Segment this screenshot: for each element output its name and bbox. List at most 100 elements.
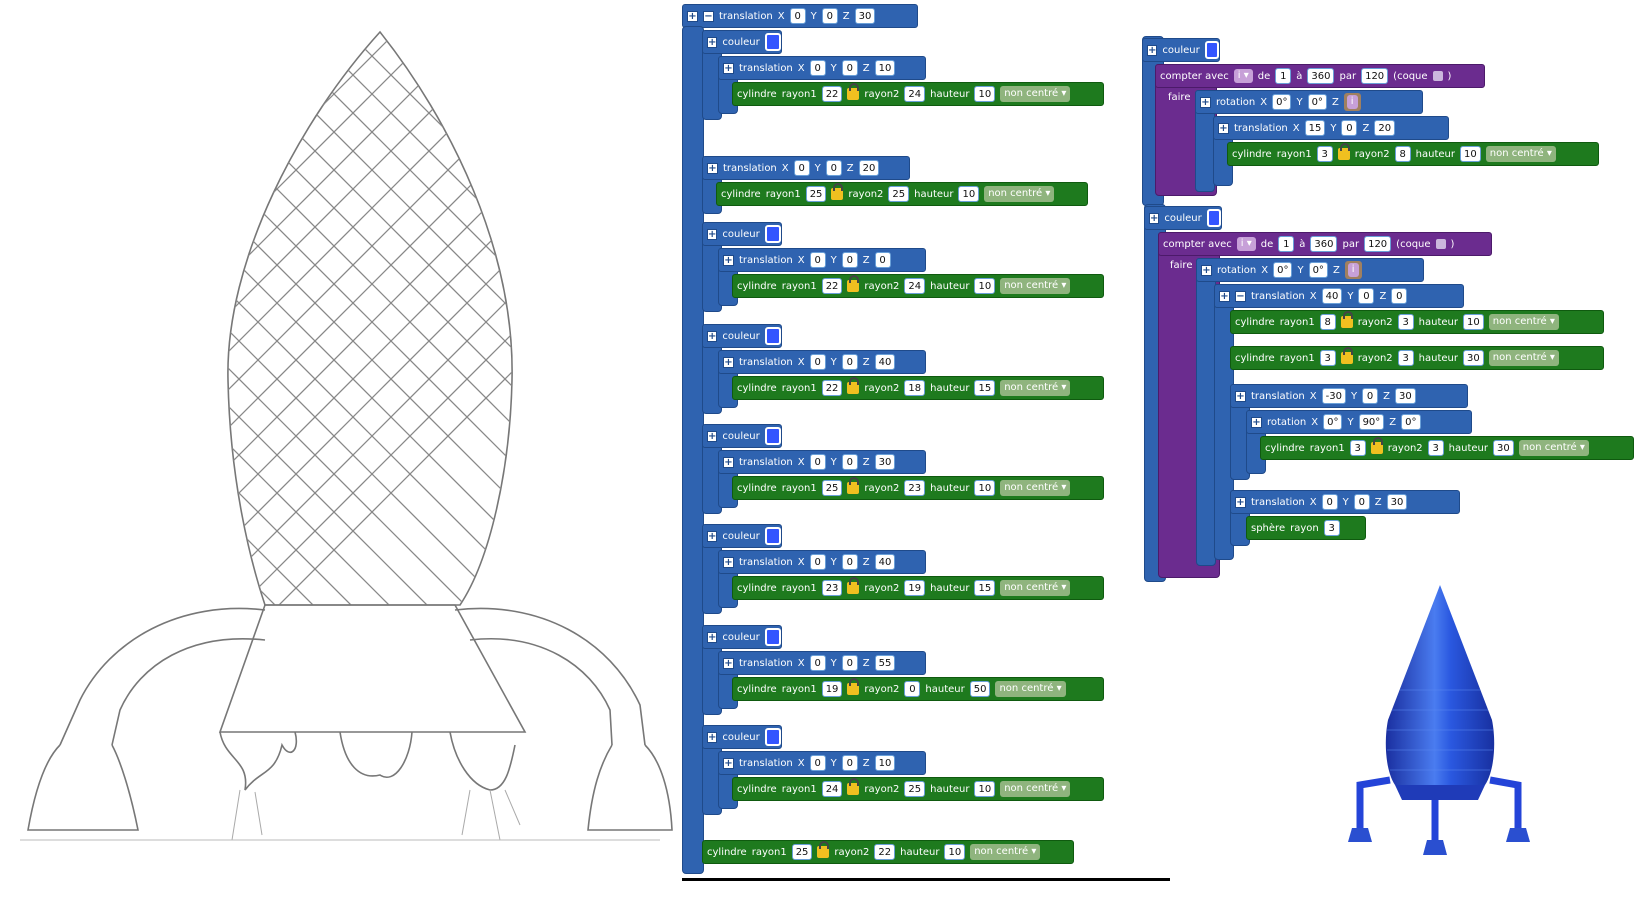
y-input[interactable]: 0 — [1358, 288, 1375, 304]
expand-icon[interactable]: + — [1218, 122, 1229, 134]
radius2-input[interactable]: 25 — [888, 186, 910, 202]
final-cylinder-block[interactable]: cylindre rayon1 25 rayon2 22 hauteur 10 … — [702, 840, 1074, 864]
radius2-input[interactable]: 22 — [874, 844, 896, 860]
centering-dropdown[interactable]: non centré ▾ — [1000, 781, 1071, 797]
loop2-rotation-block[interactable]: + rotation X 0° Y 0° Z i — [1196, 258, 1424, 282]
to-input[interactable]: 360 — [1307, 68, 1335, 84]
loop1-rotation-block[interactable]: + rotation X 0° Y 0° Z i — [1195, 90, 1423, 114]
centering-dropdown[interactable]: non centré ▾ — [1000, 380, 1071, 396]
radius2-input[interactable]: 3 — [1397, 350, 1414, 366]
expand-icon[interactable]: + — [707, 330, 718, 342]
x-input[interactable]: 0° — [1273, 262, 1293, 278]
z-input[interactable]: 55 — [874, 655, 896, 671]
height-input[interactable]: 10 — [958, 186, 980, 202]
height-input[interactable]: 10 — [974, 781, 996, 797]
collapse-icon[interactable]: − — [703, 10, 714, 22]
cylinder-block[interactable]: cylindre rayon1 19 rayon2 0 hauteur 50 n… — [732, 677, 1104, 701]
color-block[interactable]: + couleur — [702, 222, 782, 246]
expand-icon[interactable]: + — [707, 162, 718, 174]
x-input[interactable]: 0 — [809, 554, 826, 570]
x-input[interactable]: 40 — [1321, 288, 1343, 304]
expand-icon[interactable]: + — [1147, 44, 1158, 56]
y-input[interactable]: 0 — [841, 454, 858, 470]
x-input[interactable]: 0 — [809, 354, 826, 370]
centering-dropdown[interactable]: non centré ▾ — [1488, 350, 1559, 366]
radius1-input[interactable]: 19 — [821, 681, 843, 697]
loop-variable[interactable]: i ▾ — [1233, 69, 1253, 83]
expand-icon[interactable]: + — [723, 254, 734, 266]
expand-icon[interactable]: + — [1149, 212, 1160, 224]
radius1-input[interactable]: 24 — [821, 781, 843, 797]
height-input[interactable]: 15 — [974, 380, 996, 396]
loop1-color-block[interactable]: + couleur — [1142, 38, 1220, 62]
loop2-translation-block[interactable]: + − translation X 40 Y 0 Z 0 — [1214, 284, 1464, 308]
color-swatch[interactable] — [764, 327, 781, 345]
centering-dropdown[interactable]: non centré ▾ — [1518, 440, 1589, 456]
centering-dropdown[interactable]: non centré ▾ — [1485, 146, 1556, 162]
y-input[interactable]: 0 — [841, 655, 858, 671]
lock-icon[interactable] — [1340, 347, 1353, 364]
color-swatch[interactable] — [764, 427, 781, 445]
color-block[interactable]: + couleur — [702, 625, 782, 649]
radius1-input[interactable]: 8 — [1319, 314, 1336, 330]
radius2-input[interactable]: 18 — [904, 380, 926, 396]
z-input[interactable]: 20 — [1374, 120, 1396, 136]
z-input[interactable]: 30 — [1394, 388, 1416, 404]
lock-icon[interactable] — [1370, 437, 1383, 454]
z-variable[interactable]: i — [1343, 93, 1361, 111]
y-input[interactable]: 0 — [841, 554, 858, 570]
expand-icon[interactable]: + — [1235, 496, 1246, 508]
z-input[interactable]: 40 — [874, 554, 896, 570]
y-input[interactable]: 0 — [841, 60, 858, 76]
centering-dropdown[interactable]: non centré ▾ — [984, 186, 1055, 202]
translation-block[interactable]: + translation X 0 Y 0 Z 0 — [718, 248, 926, 272]
height-input[interactable]: 30 — [1463, 350, 1484, 366]
lock-icon[interactable] — [817, 841, 830, 858]
cylinder-block[interactable]: cylindre rayon1 25 rayon2 23 hauteur 10 … — [732, 476, 1104, 500]
y-input[interactable]: 0 — [821, 8, 838, 24]
centering-dropdown[interactable]: non centré ▾ — [1000, 278, 1071, 294]
hull-checkbox[interactable] — [1432, 71, 1443, 81]
y-input[interactable]: 0 — [841, 252, 858, 268]
color-block[interactable]: + couleur — [702, 30, 782, 54]
root-translation-block[interactable]: + − translation X 0 Y 0 Z 30 — [682, 4, 918, 28]
translation-block[interactable]: + translation X 0 Y 0 Z 20 — [702, 156, 910, 180]
translation-block[interactable]: + translation X 0 Y 0 Z 10 — [718, 56, 926, 80]
collapse-icon[interactable]: − — [1235, 290, 1246, 302]
loop2-sphere-block[interactable]: sphère rayon 3 — [1246, 516, 1366, 540]
expand-icon[interactable]: + — [723, 62, 734, 74]
translation-block[interactable]: + translation X 0 Y 0 Z 40 — [718, 350, 926, 374]
loop2-cylinder-b-block[interactable]: cylindre rayon1 3 rayon2 3 hauteur 30 no… — [1230, 346, 1604, 370]
radius2-input[interactable]: 23 — [904, 480, 926, 496]
height-input[interactable]: 50 — [969, 681, 991, 697]
x-input[interactable]: 0 — [809, 60, 826, 76]
color-block[interactable]: + couleur — [702, 424, 782, 448]
radius2-input[interactable]: 24 — [904, 278, 926, 294]
radius2-input[interactable]: 8 — [1394, 146, 1411, 162]
centering-dropdown[interactable]: non centré ▾ — [1000, 580, 1071, 596]
radius1-input[interactable]: 25 — [805, 186, 827, 202]
radius1-input[interactable]: 25 — [791, 844, 813, 860]
y-input[interactable]: 0 — [841, 354, 858, 370]
translation-block[interactable]: + translation X 0 Y 0 Z 10 — [718, 751, 926, 775]
height-input[interactable]: 15 — [974, 580, 996, 596]
height-input[interactable]: 10 — [1460, 146, 1481, 162]
cylinder-block[interactable]: cylindre rayon1 22 rayon2 18 hauteur 15 … — [732, 376, 1104, 400]
y-input[interactable]: 0 — [1353, 494, 1370, 510]
height-input[interactable]: 30 — [1493, 440, 1514, 456]
lock-icon[interactable] — [1340, 311, 1353, 328]
z-input[interactable]: 0 — [1391, 288, 1408, 304]
x-input[interactable]: 0° — [1272, 94, 1292, 110]
radius2-input[interactable]: 25 — [904, 781, 926, 797]
height-input[interactable]: 10 — [1463, 314, 1484, 330]
loop2-color-block[interactable]: + couleur — [1144, 206, 1222, 230]
lock-icon[interactable] — [847, 577, 860, 594]
z-input[interactable]: 20 — [858, 160, 880, 176]
expand-icon[interactable]: + — [1200, 96, 1211, 108]
y-input[interactable]: 0 — [825, 160, 842, 176]
expand-icon[interactable]: + — [707, 430, 718, 442]
cylinder-block[interactable]: cylindre rayon1 25 rayon2 25 hauteur 10 … — [716, 182, 1088, 206]
color-swatch[interactable] — [1204, 41, 1219, 59]
radius-input[interactable]: 3 — [1323, 520, 1340, 536]
cylinder-block[interactable]: cylindre rayon1 22 rayon2 24 hauteur 10 … — [732, 274, 1104, 298]
